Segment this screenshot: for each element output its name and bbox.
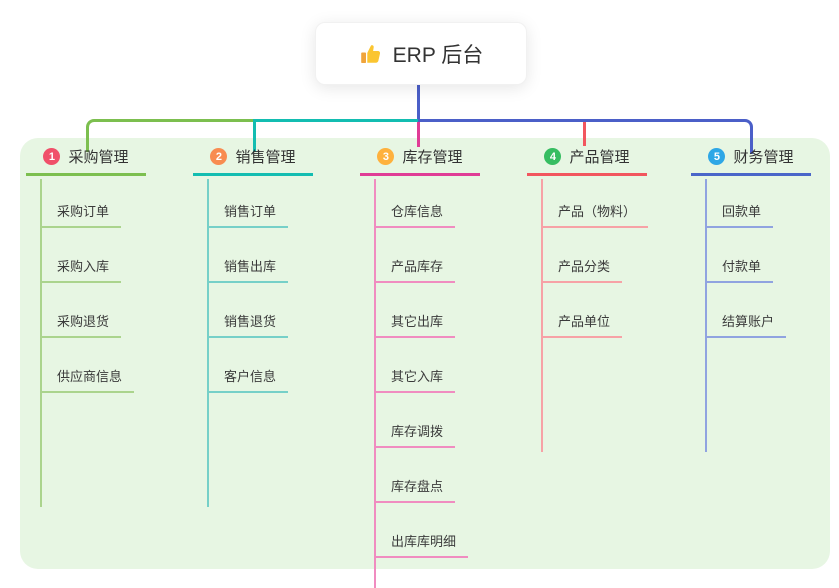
branch-label: 销售管理 <box>235 149 296 166</box>
branch-children-connector <box>541 179 543 452</box>
child-node[interactable]: 采购订单 <box>40 202 122 228</box>
branch-label: 库存管理 <box>402 149 463 166</box>
branch-number-badge: 4 <box>544 148 562 165</box>
branch-node-inventory[interactable]: 3 库存管理 <box>360 146 480 176</box>
branch-node-purchase[interactable]: 1 采购管理 <box>26 146 146 176</box>
connector-bus-finance <box>418 119 753 154</box>
branch-node-finance[interactable]: 5 财务管理 <box>691 146 811 176</box>
branch-number-badge: 5 <box>708 148 726 165</box>
child-node[interactable]: 供应商信息 <box>40 367 135 393</box>
child-node[interactable]: 库存盘点 <box>374 477 456 503</box>
branch-number-badge: 2 <box>210 148 228 165</box>
mindmap-background-panel <box>20 138 830 569</box>
branch-label: 产品管理 <box>569 149 630 166</box>
child-node[interactable]: 销售出库 <box>207 257 289 283</box>
child-node[interactable]: 回款单 <box>705 202 774 228</box>
child-node[interactable]: 其它出库 <box>374 312 456 338</box>
connector-root-line <box>417 83 420 122</box>
child-node[interactable]: 销售订单 <box>207 202 289 228</box>
child-node[interactable]: 出库库明细 <box>374 532 469 558</box>
child-node[interactable]: 库存调拨 <box>374 422 456 448</box>
connector-bus-sales <box>253 119 421 152</box>
branch-children-connector <box>207 179 209 507</box>
root-node[interactable]: ERP 后台 <box>315 22 527 85</box>
root-label: ERP 后台 <box>392 43 484 67</box>
branch-label: 采购管理 <box>68 149 129 166</box>
branch-number-badge: 3 <box>377 148 395 165</box>
branch-node-product[interactable]: 4 产品管理 <box>527 146 647 176</box>
branch-children-connector <box>40 179 42 507</box>
connector-bus-purchase <box>86 119 256 152</box>
child-node[interactable]: 销售退货 <box>207 312 289 338</box>
branch-number-badge: 1 <box>43 148 61 165</box>
connector-drop-inventory <box>417 122 420 147</box>
branch-children-connector <box>374 179 376 588</box>
thumbs-up-icon <box>359 42 383 66</box>
child-node[interactable]: 结算账户 <box>705 312 787 338</box>
child-node[interactable]: 采购退货 <box>40 312 122 338</box>
child-node[interactable]: 其它入库 <box>374 367 456 393</box>
branch-children-connector <box>705 179 707 452</box>
branch-node-sales[interactable]: 2 销售管理 <box>193 146 313 176</box>
child-node[interactable]: 仓库信息 <box>374 202 456 228</box>
child-node[interactable]: 采购入库 <box>40 257 122 283</box>
connector-drop-product <box>583 122 586 146</box>
child-node[interactable]: 产品库存 <box>374 257 456 283</box>
child-node[interactable]: 客户信息 <box>207 367 289 393</box>
branch-label: 财务管理 <box>733 149 794 166</box>
child-node[interactable]: 付款单 <box>705 257 774 283</box>
child-node[interactable]: 产品单位 <box>541 312 623 338</box>
child-node[interactable]: 产品分类 <box>541 257 623 283</box>
child-node[interactable]: 产品（物料） <box>541 202 649 228</box>
